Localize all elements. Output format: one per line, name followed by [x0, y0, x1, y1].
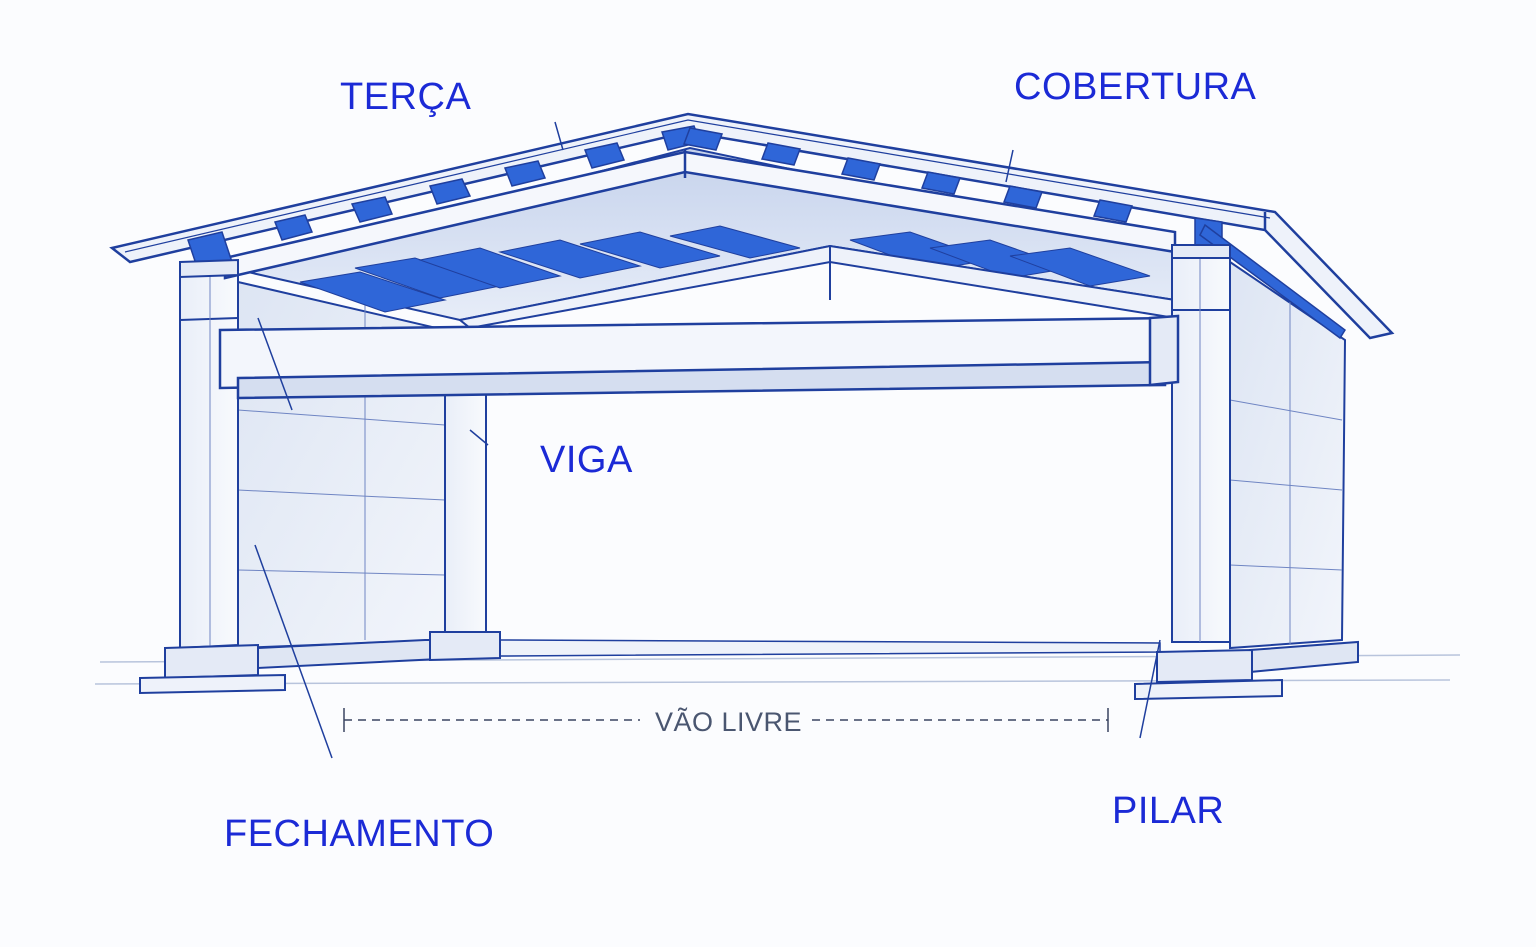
cobertura-label: COBERTURA [1014, 66, 1257, 108]
viga-label: VIGA [540, 439, 633, 481]
roof-sheet [109, 112, 1395, 340]
purlins-top [187, 125, 1347, 340]
fechamento-leader [254, 544, 333, 759]
span-label: VÃO LIVRE [647, 709, 811, 736]
floor-slab [499, 639, 1161, 657]
right-front-column [1134, 254, 1283, 701]
main-beam [218, 314, 1180, 400]
viga-leader [257, 317, 293, 411]
pilar-leader [1139, 639, 1161, 739]
terca-label: TERÇA [340, 76, 472, 118]
purlin-rows-under [299, 225, 1151, 313]
column-caps [179, 244, 1231, 279]
cobertura-leader [1005, 149, 1014, 183]
right-wall [1229, 260, 1359, 674]
viga-leader-2 [469, 429, 489, 446]
terca-leader [554, 121, 564, 151]
fechamento-label: FECHAMENTO [224, 813, 495, 855]
span-dimension [343, 708, 1109, 732]
pilar-label: PILAR [1112, 790, 1225, 832]
leader-lines [254, 121, 1161, 759]
left-back-column [429, 384, 501, 662]
